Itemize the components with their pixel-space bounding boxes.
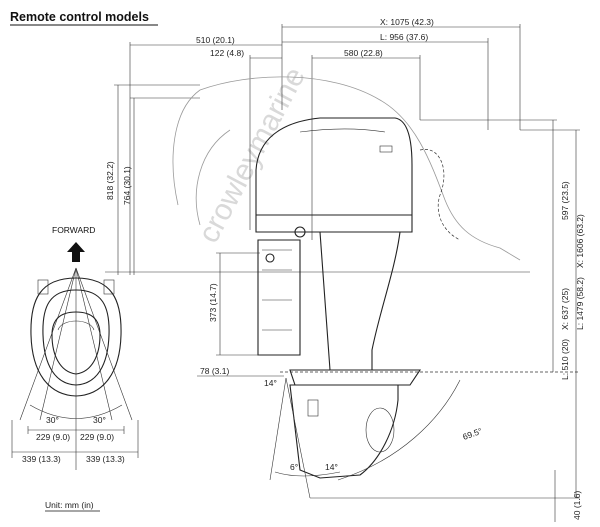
lower-unit [319,231,401,371]
steer-left-angle: 30° [46,415,59,425]
length-l-dim: L: 956 (37.6) [380,32,428,42]
trim-angle-1: 6° [290,462,298,472]
mount-to-rear-dim: 580 (22.8) [344,48,383,58]
clamp-bracket [257,239,301,356]
watermark-text: crowleymarine [192,62,312,248]
overall-length-dim: X: 1075 (42.3) [380,17,434,27]
cowl-height-dim: 597 (23.5) [560,181,570,220]
engine-cowl [255,117,413,233]
bracket-depth-dim: 78 (3.1) [200,366,229,376]
tilted-cowl-outline [172,76,521,261]
height-l-dim: L: 1479 (58.2) [575,277,585,330]
trim-angle-2: 14° [325,462,338,472]
total-right-dim: 339 (13.3) [86,454,125,464]
bracket-height-dim: 373 (14.7) [208,283,218,322]
pivot-offset-dim: 122 (4.8) [210,48,244,58]
tilt-up-angle: 69.5° [461,426,483,442]
height-x-dim: X: 1606 (63.2) [575,214,585,268]
forward-arrow-icon [67,242,85,262]
total-left-dim: 339 (13.3) [22,454,61,464]
side-view: X: 1075 (42.3) L: 956 (37.6) 510 (20.1) … [105,17,585,522]
steer-right-offset: 229 (9.0) [80,432,114,442]
height-818-dim: 818 (32.2) [105,161,115,200]
shaft-x-dim: X: 637 (25) [560,288,570,330]
height-764-dim: 764 (30.1) [122,166,132,205]
diagram-title: Remote control models [10,10,149,24]
front-offset-dim: 510 (20.1) [196,35,235,45]
steer-right-angle: 30° [93,415,106,425]
forward-label: FORWARD [52,225,95,235]
units-label: Unit: mm (in) [45,500,94,510]
steer-left-offset: 229 (9.0) [36,432,70,442]
top-view: FORWARD 30° 30° 229 (9.0) 229 (9.0) 339 … [11,225,139,470]
skeg-clearance-dim: 40 (1.6) [572,491,582,520]
gearcase [289,384,399,479]
tilt-angle-1: 14° [264,378,277,388]
top-view-cowl [30,277,122,397]
shaft-l-dim: L: 510 (20) [560,339,570,380]
